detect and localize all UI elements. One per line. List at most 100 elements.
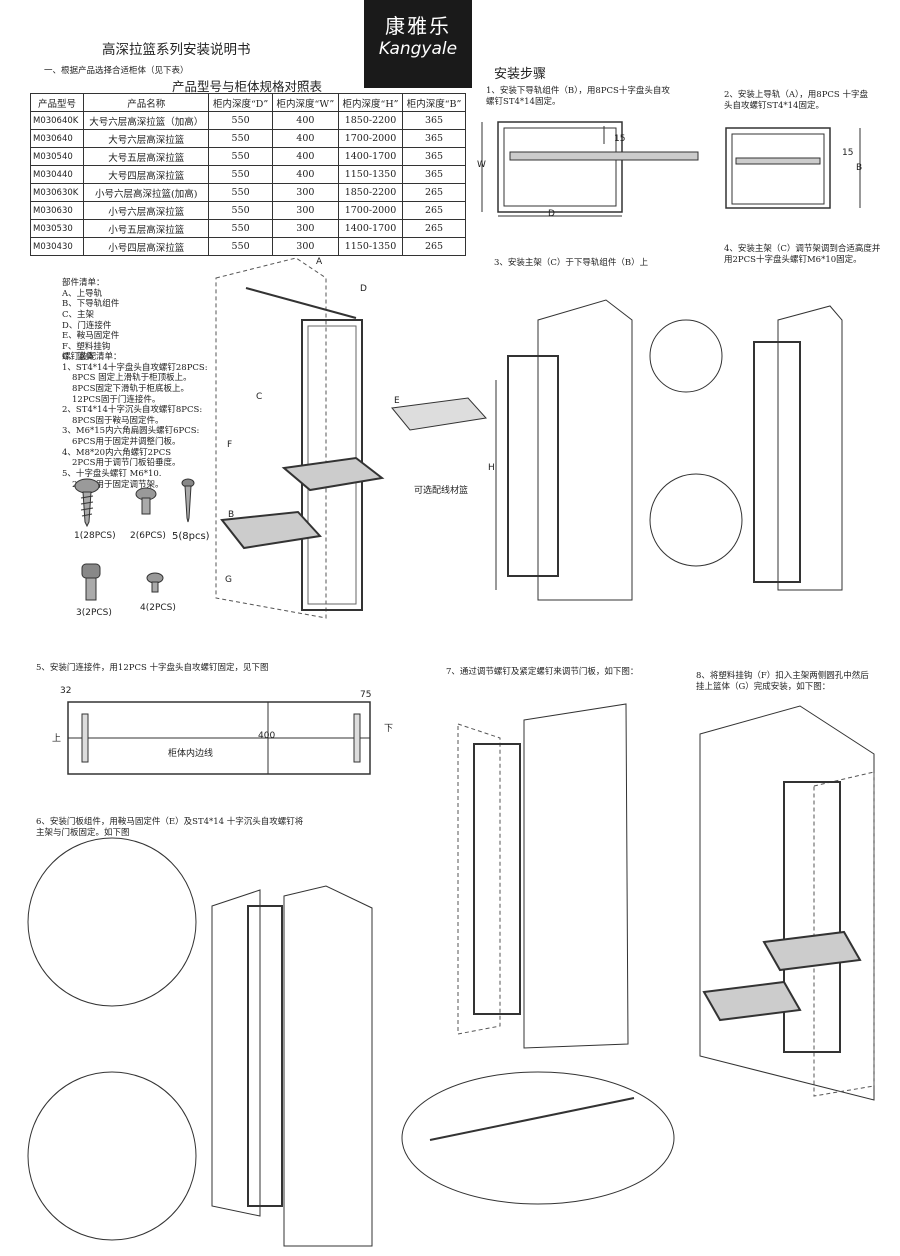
- model-cell: M030630K: [29, 183, 85, 202]
- screws-list: 螺钉装配清单： 1、ST4*14十字盘头自攻螺钉28PCS: 8PCS 固定上滑…: [62, 352, 208, 490]
- dim-b: B: [856, 163, 863, 173]
- label-down: 下: [384, 724, 394, 734]
- callout-d: D: [360, 284, 367, 294]
- col-header: 产品名称: [83, 93, 210, 112]
- model-cell: M030630: [29, 201, 85, 220]
- intro-text: 一、根据产品选择合适柜体（见下表）: [44, 66, 189, 76]
- step-5-text: 5、安装门连接件，用12PCS 十字盘头自攻螺钉固定，见下图: [36, 663, 269, 673]
- brand-cn: 康雅乐: [385, 14, 451, 38]
- step-4-text: 4、安装主架（C）调节架调到合适高度并用2PCS十字盘头螺钉M6*10固定。: [724, 244, 881, 265]
- table-cell: 365: [402, 111, 466, 130]
- spec-table: 产品型号 产品名称 柜内深度“D” 柜内深度“W” 柜内深度“H” 柜内深度“B…: [29, 93, 466, 256]
- table-cell: 1150-1350: [337, 165, 404, 184]
- table-cell: 1400-1700: [337, 219, 404, 238]
- brand-logo: 康雅乐 Kangyale: [364, 0, 472, 88]
- list-item: 5、十字盘头螺钉 M6*10.: [62, 468, 162, 479]
- table-cell: 265: [402, 237, 466, 256]
- list-item: A、上导轨: [62, 288, 103, 299]
- list-item: F、塑料挂钩: [62, 341, 111, 352]
- screw-label: 3(2PCS): [76, 608, 112, 618]
- table-cell: 1700-2000: [337, 201, 404, 220]
- callout-e: E: [394, 396, 400, 406]
- inner-edge-label: 柜体内边线: [168, 749, 214, 759]
- dim-400: 400: [258, 731, 276, 741]
- table-cell: 300: [271, 183, 339, 202]
- table-cell: 550: [208, 129, 273, 148]
- screw-label: 2(6PCS): [130, 531, 166, 541]
- screw-small-pan-icon: [146, 572, 164, 593]
- screw-wood-icon: [181, 478, 195, 523]
- table-cell: 400: [271, 165, 339, 184]
- doc-title: 高深拉篮系列安装说明书: [102, 42, 251, 58]
- dim-w: W: [477, 160, 486, 170]
- list-item: 4、M8*20内六角螺钉2PCS: [62, 447, 172, 458]
- list-item: C、主架: [62, 309, 95, 320]
- screw-label: 5(8pcs): [172, 531, 210, 542]
- step-5-door-diagram: [67, 701, 371, 775]
- step-1-text: 1、安装下导轨组件（B），用8PCS十字盘头自攻螺钉ST4*14固定。: [486, 86, 670, 107]
- model-cell: M030540: [29, 147, 85, 166]
- col-header: 柜内深度“H”: [337, 93, 404, 112]
- list-item: D、门连接件: [62, 320, 112, 331]
- table-cell: 大号六层高深拉篮: [83, 129, 210, 148]
- table-cell: 400: [271, 147, 339, 166]
- brand-en: Kangyale: [378, 39, 458, 59]
- table-cell: 550: [208, 237, 273, 256]
- model-cell: M030440: [29, 165, 85, 184]
- screw-countersunk-icon: [135, 487, 157, 515]
- callout-g: G: [225, 575, 232, 585]
- table-cell: 1850-2200: [337, 111, 404, 130]
- screw-label: 4(2PCS): [140, 603, 176, 613]
- step-4-diagram: [649, 305, 843, 591]
- step-8-diagram: [699, 705, 875, 1101]
- table-cell: 小号六层高深拉篮: [83, 201, 210, 220]
- step-2-diagram: [725, 127, 861, 209]
- list-item: 2PCS用于调节门板铅垂度。: [72, 458, 181, 469]
- table-cell: 1150-1350: [337, 237, 404, 256]
- list-item: 6PCS用于固定并调整门板。: [72, 437, 181, 447]
- col-header: 产品型号: [29, 93, 85, 112]
- label-up: 上: [52, 734, 62, 744]
- table-cell: 550: [208, 219, 273, 238]
- table-header-row: 产品型号 产品名称 柜内深度“D” 柜内深度“W” 柜内深度“H” 柜内深度“B…: [29, 93, 466, 112]
- screws-title: 螺钉装配清单：: [62, 352, 122, 362]
- list-item: 2、ST4*14十字沉头自攻螺钉8PCS:: [62, 405, 203, 416]
- list-item: 8PCS固于鞍马固定件。: [72, 415, 164, 426]
- table-cell: 400: [271, 129, 339, 148]
- screw-pan-head-icon: [74, 478, 100, 528]
- screw-hex-socket-icon: [81, 563, 101, 601]
- table-cell: 265: [402, 219, 466, 238]
- table-cell: 大号六层高深拉篮（加高）: [83, 111, 210, 130]
- table-cell: 265: [402, 183, 466, 202]
- list-item: 1、ST4*14十字盘头自攻螺钉28PCS:: [62, 362, 208, 373]
- dim-32: 32: [60, 686, 72, 696]
- table-cell: 300: [271, 219, 339, 238]
- callout-a: A: [316, 257, 323, 267]
- table-cell: 300: [271, 237, 339, 256]
- table-cell: 265: [402, 201, 466, 220]
- basket-option-label: 可选配线材篮: [414, 486, 469, 496]
- col-header: 柜内深度“D”: [208, 93, 273, 112]
- list-item: E、鞍马固定件: [62, 331, 120, 342]
- model-cell: M030640K: [29, 111, 85, 130]
- step-2-text: 2、安装上导轨（A），用8PCS 十字盘头自攻螺钉ST4*14固定。: [724, 90, 868, 111]
- table-cell: 550: [208, 165, 273, 184]
- parts-list: 部件清单： A、上导轨 B、下导轨组件 C、主架 D、门连接件 E、鞍马固定件 …: [62, 278, 119, 363]
- dim-75: 75: [360, 690, 372, 700]
- step-3-text: 3、安装主架（C）于下导轨组件（B）上: [494, 258, 649, 268]
- table-cell: 小号六层高深拉篮(加高): [83, 183, 210, 202]
- table-cell: 1700-2000: [337, 129, 404, 148]
- table-cell: 小号五层高深拉篮: [83, 219, 210, 238]
- list-item: 8PCS 固定上滑轨于柜顶板上。: [72, 373, 192, 384]
- list-item: 8PCS固定下滑轨于柜底板上。: [72, 383, 189, 394]
- list-item: 12PCS固于门连接件。: [72, 394, 161, 405]
- exploded-assembly-diagram: [215, 257, 487, 619]
- step-8-text: 8、将塑料挂钩（F）扣入主架两侧圆孔中然后挂上篮体（G）完成安装，如下图：: [696, 671, 869, 692]
